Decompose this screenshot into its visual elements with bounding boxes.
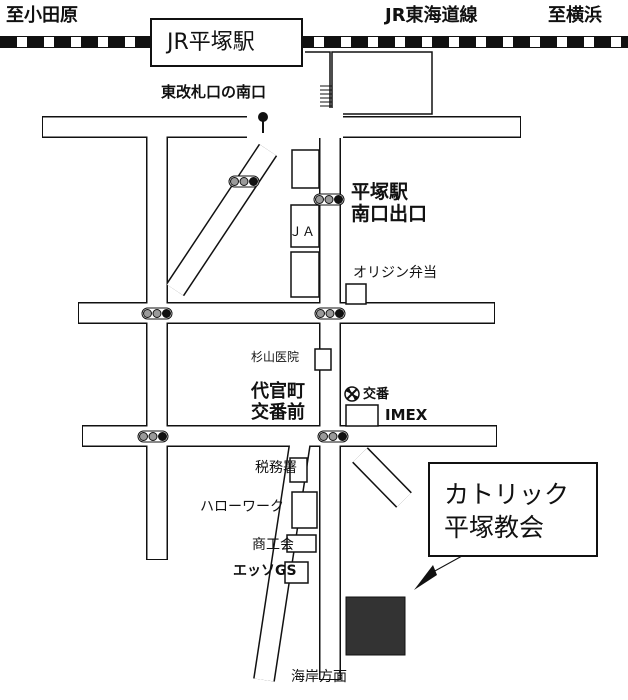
building-sugiyama (314, 348, 332, 371)
railway-line (0, 36, 628, 48)
east-gate-label: 東改札口の南口 (161, 83, 267, 101)
ja-label: ＪＡ (289, 225, 316, 240)
to-odawara-label: 至小田原 (6, 5, 78, 26)
building-ja-annex (290, 251, 320, 298)
station-name-box: JR平塚駅 (150, 18, 303, 67)
station-name-label: JR平塚駅 (167, 30, 255, 55)
traffic-signal-icon (137, 430, 169, 443)
roads (42, 108, 521, 682)
callout-pointer (414, 555, 463, 590)
koban-label-1: 代官町 (251, 381, 305, 402)
south-exit-label-1: 平塚駅 (351, 181, 409, 203)
koban-label-2: 交番前 (251, 402, 305, 423)
destination-line-2: 平塚教会 (444, 513, 545, 542)
imex-label: IMEX (385, 406, 428, 424)
station-stairs (320, 85, 332, 107)
building-hellowork (291, 491, 318, 529)
building-plaza-north (291, 149, 320, 189)
traffic-signal-icon (141, 307, 173, 320)
to-yokohama-label: 至横浜 (548, 5, 602, 26)
tokaido-line-label: JR東海道線 (385, 5, 478, 26)
building-tax (289, 457, 308, 483)
building-esso (284, 561, 309, 584)
building-imex (345, 404, 379, 427)
hello-work-label: ハローワーク (200, 499, 284, 515)
traffic-signal-icon (313, 193, 345, 206)
buildings (284, 149, 379, 584)
police-box-icon (344, 386, 360, 402)
esso-gs-label: エッソGS (233, 563, 297, 579)
building-shoko (286, 534, 317, 553)
traffic-signal-icon (228, 175, 260, 188)
sugiyama-clinic-label: 杉山医院 (251, 350, 300, 364)
police-box-label: 交番 (363, 387, 390, 402)
destination-line-1: カトリック (444, 480, 570, 509)
building-origin (345, 283, 367, 305)
exit-pin-icon (258, 112, 268, 133)
traffic-signals (137, 175, 349, 443)
to-coast-label: 海岸方面 (291, 669, 347, 685)
traffic-signal-icon (314, 307, 346, 320)
tax-office-label: 税務署 (255, 460, 297, 476)
station-structure (305, 51, 433, 115)
origin-bento-label: オリジン弁当 (353, 265, 437, 281)
destination-box: カトリック 平塚教会 (428, 462, 598, 557)
building-ja (290, 204, 320, 248)
church-building (345, 596, 406, 656)
south-exit-label-2: 南口出口 (351, 203, 428, 225)
chamber-commerce-label: 商工会 (252, 537, 294, 553)
traffic-signal-icon (317, 430, 349, 443)
